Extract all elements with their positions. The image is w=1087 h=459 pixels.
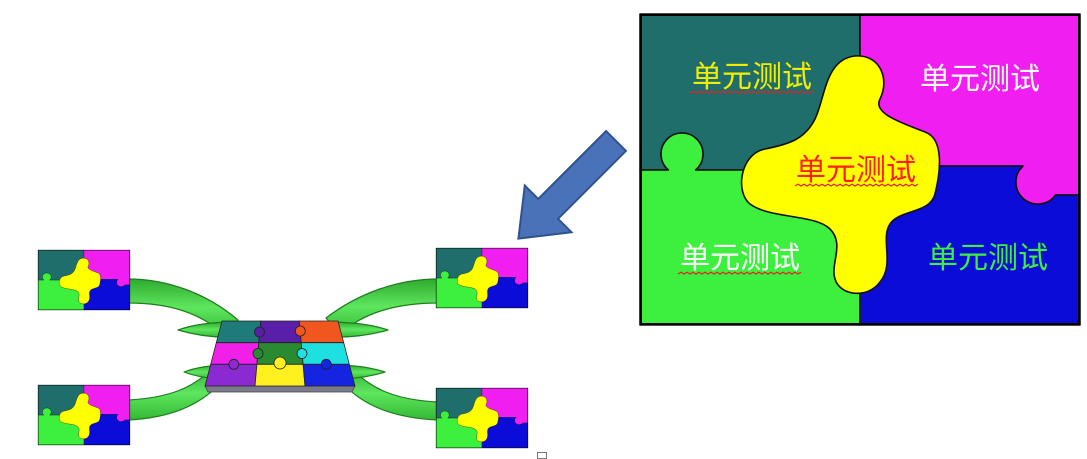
wavy-underline-bottom-left [677,271,802,275]
label-bottom-right: 单元测试 [928,241,1048,276]
tile-r3-c3 [302,363,356,387]
wavy-underline-top-left [689,90,814,94]
thumbnail-top-right [435,247,529,309]
label-top-right: 单元测试 [920,62,1040,97]
tile-r1-c3 [298,320,345,344]
tile-r1-c2 [258,320,302,344]
label-center: 单元测试 [796,153,916,188]
thumbnail-bottom-left [37,384,131,446]
connector-ribbons [127,278,439,421]
thumbnail-bottom-right [435,387,529,449]
knob-cyan [296,348,308,359]
platform-base [204,385,356,393]
knob-violet [228,358,240,370]
knob-orange [294,325,306,337]
knob-blue [320,358,332,370]
pointer-arrow-icon [517,129,628,240]
label-bottom-left: 单元测试 [680,241,800,276]
knob-green [252,348,264,359]
knob-yellow [273,356,287,370]
wavy-underline-center [794,183,919,187]
piece-center [740,55,941,295]
assembled-puzzle [204,320,356,393]
anchor-handle[interactable] [537,452,547,459]
puzzle-artwork [639,13,1081,326]
thumbnail-top-left [37,249,131,311]
unit-test-puzzle-panel [639,13,1081,326]
panel-frame [640,14,1080,325]
knob-purple [254,326,265,338]
label-top-left: 单元测试 [692,60,812,95]
tile-r1-c1 [215,320,262,344]
